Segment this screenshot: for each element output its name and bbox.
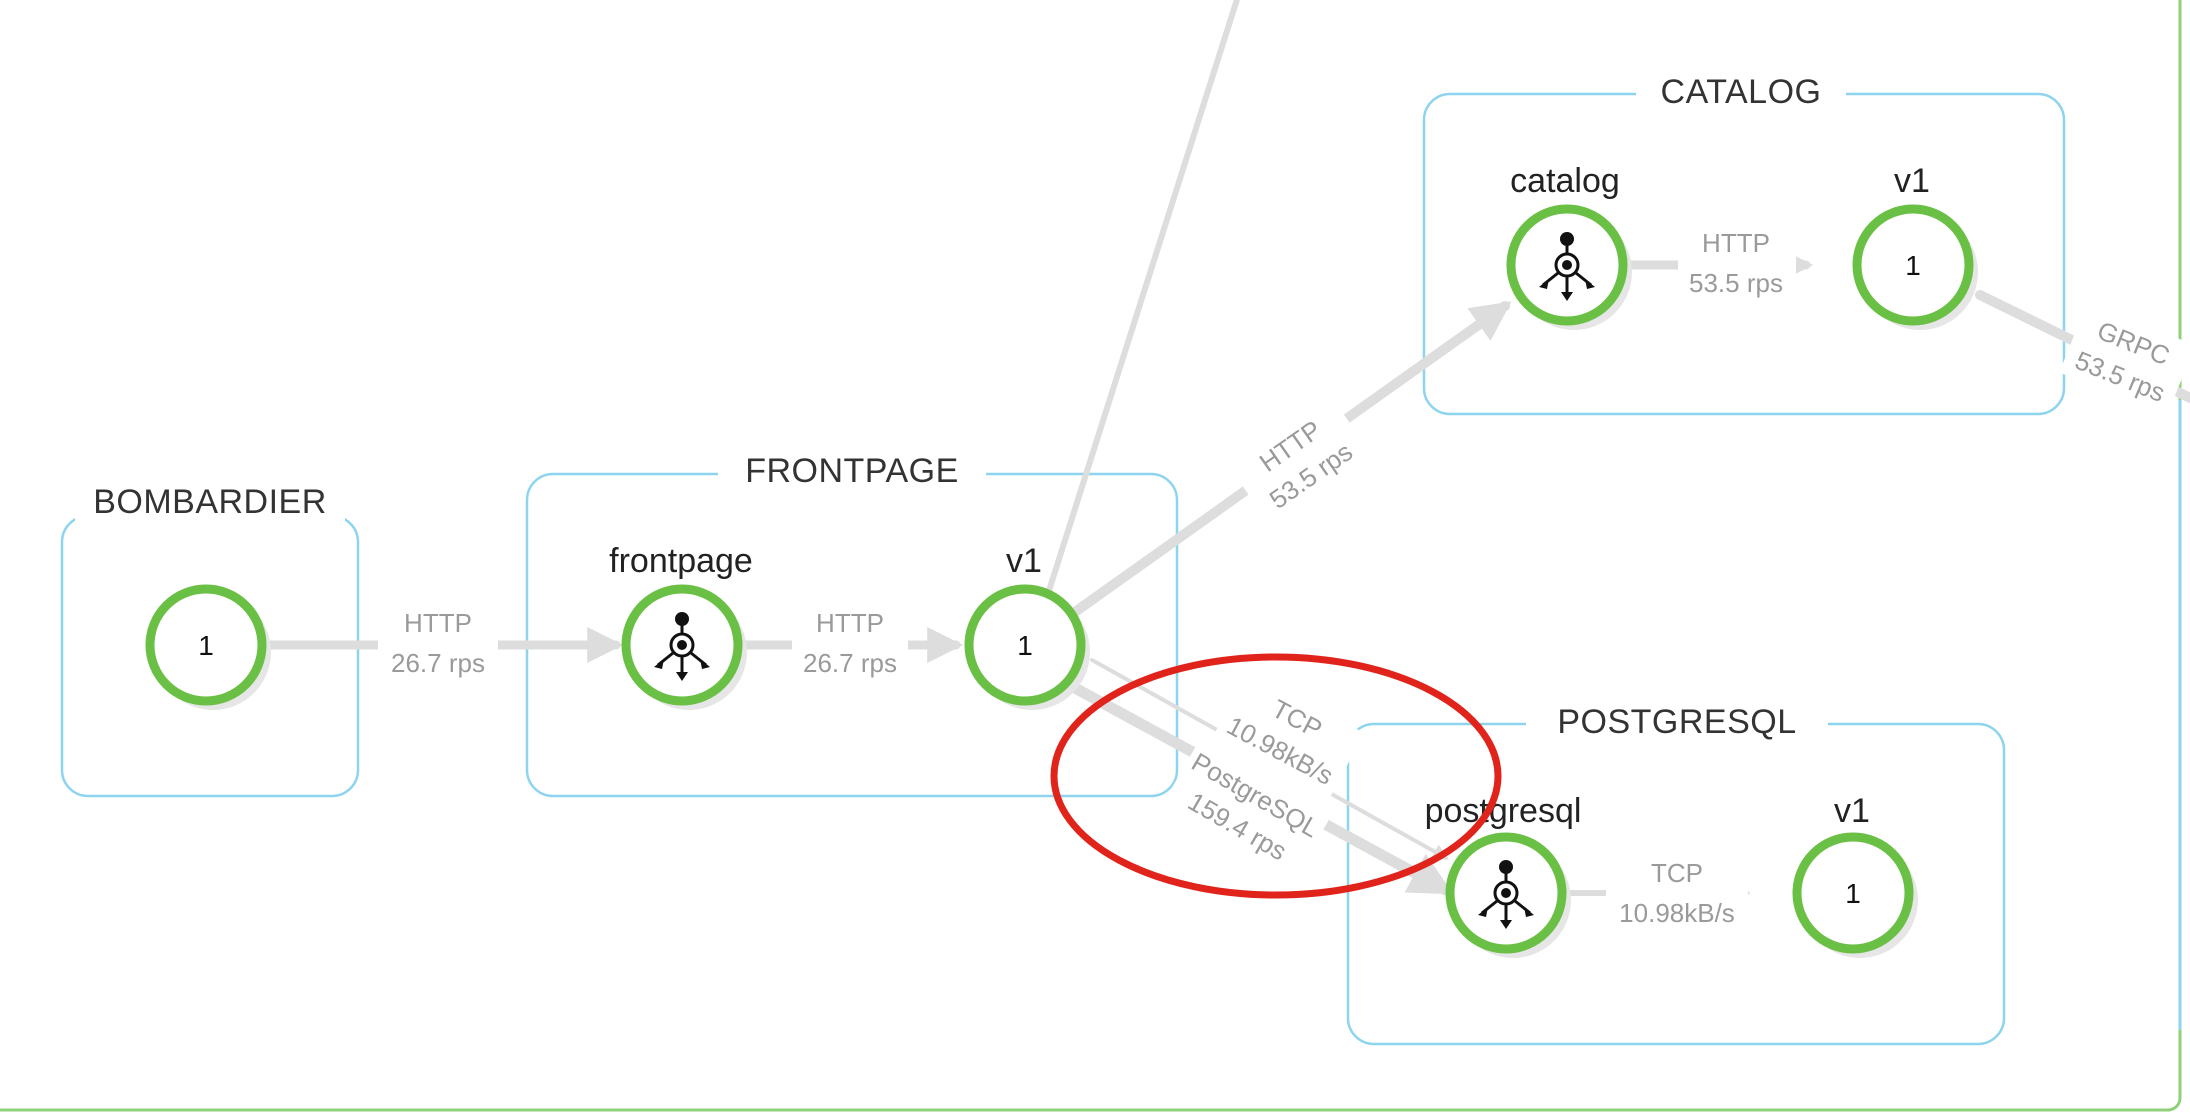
node-catalog-v1[interactable]: v1 1 [1852, 162, 1978, 330]
edge-rate: 26.7 rps [803, 648, 897, 678]
node-frontpage-v1[interactable]: v1 1 [964, 542, 1090, 710]
group-title: BOMBARDIER [93, 483, 327, 521]
node-catalog-service[interactable]: catalog [1506, 162, 1632, 330]
node-name: catalog [1510, 162, 1620, 200]
node-postgresql-v1[interactable]: v1 1 [1792, 792, 1918, 958]
node-name: v1 [1006, 542, 1042, 580]
group-title: CATALOG [1661, 73, 1822, 111]
edge-rate: 26.7 rps [391, 648, 485, 678]
group-title: FRONTPAGE [745, 452, 959, 490]
node-name: v1 [1894, 162, 1930, 200]
node-count: 1 [1845, 878, 1861, 909]
node-name: postgresql [1425, 792, 1582, 830]
node-bombardier-workload[interactable]: 1 [145, 584, 271, 710]
edge-rate: 53.5 rps [1689, 268, 1783, 298]
node-count: 1 [1905, 250, 1921, 281]
edge-protocol: HTTP [404, 608, 472, 638]
node-name: frontpage [609, 542, 753, 580]
node-frontpage-service[interactable]: frontpage [609, 542, 753, 710]
edge-protocol: HTTP [816, 608, 884, 638]
edge-protocol: TCP [1651, 858, 1703, 888]
edge-line-out[interactable] [1043, 0, 1240, 603]
node-postgresql-service[interactable]: postgresql [1425, 792, 1582, 958]
edge-rate: 10.98kB/s [1619, 898, 1735, 928]
node-count: 1 [198, 630, 214, 661]
edge-protocol: HTTP [1702, 228, 1770, 258]
highlight-ellipse [1050, 653, 1502, 899]
node-name: v1 [1834, 792, 1870, 830]
node-count: 1 [1017, 630, 1033, 661]
group-title: POSTGRESQL [1557, 703, 1796, 741]
